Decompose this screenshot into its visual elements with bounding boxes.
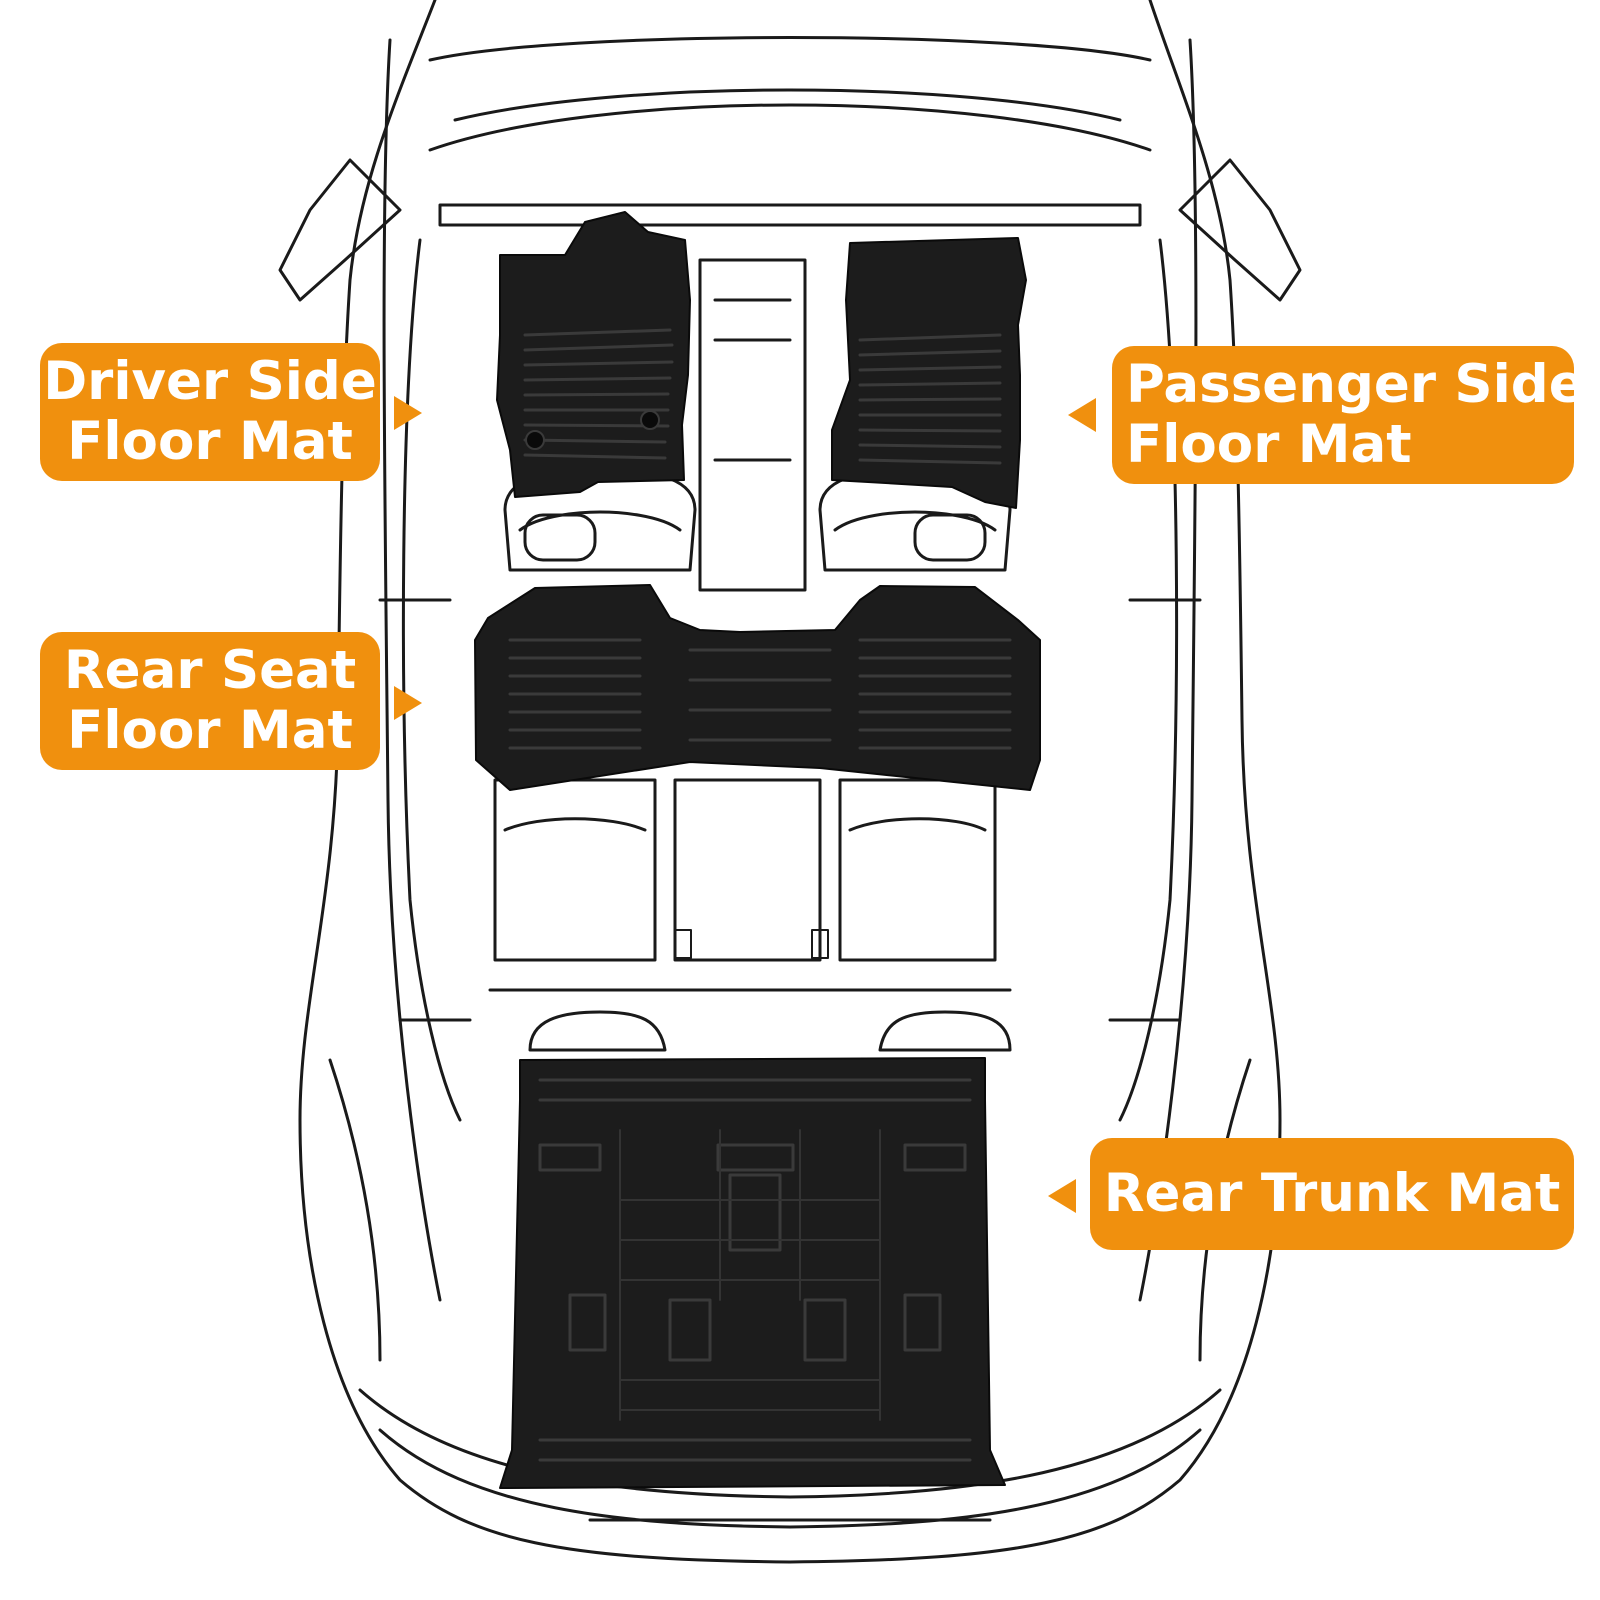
center-console xyxy=(698,258,807,592)
rear-trunk-pointer xyxy=(1048,1179,1076,1213)
right-mirror xyxy=(1178,158,1302,302)
rear-seats xyxy=(493,778,997,962)
passenger-side-label-line1: Passenger Side xyxy=(1126,354,1585,415)
rear-seat-callout: Rear Seat Floor Mat xyxy=(40,632,380,770)
rear-trunk-label: Rear Trunk Mat xyxy=(1103,1163,1561,1224)
driver-side-label-line2: Floor Mat xyxy=(67,411,353,472)
rear-seat-label-line1: Rear Seat xyxy=(63,640,357,701)
passenger-side-label-line2: Floor Mat xyxy=(1126,414,1412,475)
rear-seat-floor-mat xyxy=(474,584,1041,791)
rear-trunk-mat xyxy=(499,1057,1006,1489)
passenger-side-floor-mat xyxy=(831,237,1027,509)
passenger-side-callout: Passenger Side Floor Mat xyxy=(1112,346,1585,484)
rear-seat-label-line2: Floor Mat xyxy=(67,700,353,761)
driver-side-pointer xyxy=(394,396,422,430)
driver-side-label-line1: Driver Side xyxy=(43,351,377,412)
driver-side-floor-mat xyxy=(496,211,691,498)
rear-trunk-callout: Rear Trunk Mat xyxy=(1090,1138,1574,1250)
driver-side-callout: Driver Side Floor Mat xyxy=(40,343,380,481)
passenger-side-pointer xyxy=(1068,398,1096,432)
third-row-seats xyxy=(488,988,1012,1052)
left-mirror xyxy=(278,158,402,302)
rear-seat-pointer xyxy=(394,686,422,720)
